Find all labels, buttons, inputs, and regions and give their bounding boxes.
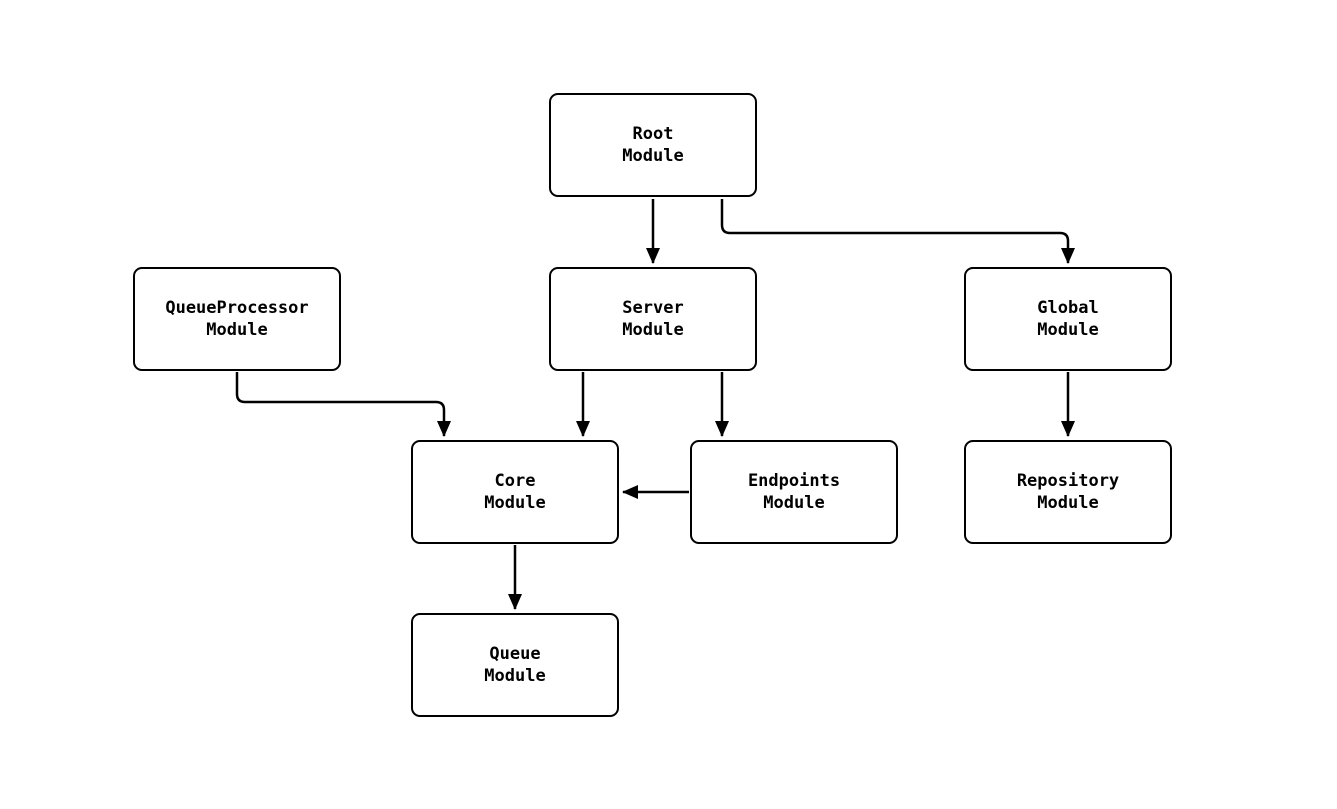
node-core-module: Core Module: [411, 440, 619, 544]
node-root-module: Root Module: [549, 93, 757, 197]
node-core-module-label: Core Module: [484, 471, 546, 513]
node-global-module-label: Global Module: [1037, 298, 1099, 340]
node-endpoints-module-label: Endpoints Module: [747, 471, 841, 513]
node-server-module-label: Server Module: [622, 298, 684, 340]
node-queueprocessor-module-label: QueueProcessor Module: [165, 298, 309, 340]
node-root-module-label: Root Module: [622, 124, 684, 166]
edge-root-to-global: [720, 199, 1075, 264]
edge-queueprocessor-to-core: [235, 372, 451, 437]
node-server-module: Server Module: [549, 267, 757, 371]
node-global-module: Global Module: [964, 267, 1172, 371]
node-repository-module-label: Repository Module: [1016, 471, 1120, 513]
node-queue-module-label: Queue Module: [484, 644, 546, 686]
node-queueprocessor-module: QueueProcessor Module: [133, 267, 341, 371]
node-queue-module: Queue Module: [411, 613, 619, 717]
node-endpoints-module: Endpoints Module: [690, 440, 898, 544]
node-repository-module: Repository Module: [964, 440, 1172, 544]
